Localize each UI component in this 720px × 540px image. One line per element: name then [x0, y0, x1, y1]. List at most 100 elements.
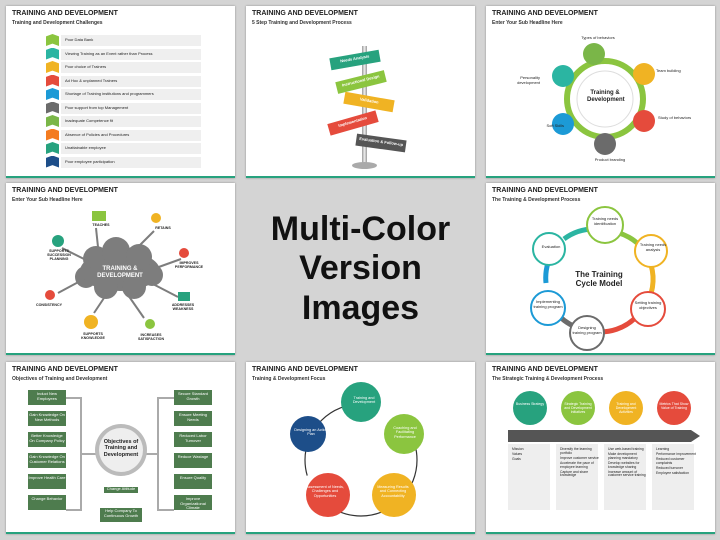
objective-box-right: Improve Organizational Climate: [174, 495, 212, 510]
objective-box-right: Reduced Labor Turnover: [174, 432, 212, 447]
heading-line-2: Version Images: [299, 249, 422, 327]
circle-node-label: Team building: [656, 68, 681, 73]
cycle-node-label: Designing training program: [572, 325, 602, 335]
circle-center-label: Training & Development: [587, 90, 625, 103]
slide-thumb-3[interactable]: TRAINING AND DEVELOPMENT Enter Your Sub …: [486, 6, 715, 178]
chevron-marker: [46, 155, 59, 168]
chevron-marker: [46, 128, 59, 141]
cycle-center-label: The Training Cycle Model: [575, 270, 623, 289]
objective-box-right: Reduce Wastage: [174, 453, 212, 468]
slide-thumb-7[interactable]: TRAINING AND DEVELOPMENT Training & Deve…: [246, 362, 475, 534]
slide-subtitle: Training & Development Focus: [252, 376, 326, 382]
center-heading: Multi-Color Version Images: [246, 183, 475, 355]
cloud-node-label: SUPPORTS SUCCESSION PLANNING: [47, 249, 71, 262]
cycle-node-label: Training needs analysis: [639, 242, 667, 252]
signpost-sign: Validation: [343, 91, 395, 113]
challenge-item: Poor support from top Management: [61, 102, 201, 114]
cloud-node-label: RETAINS: [155, 226, 171, 230]
cloud-diagram: [45, 211, 190, 329]
process-head-label: Business Strategy: [515, 402, 545, 406]
slide-subtitle: Training and Development Challenges: [12, 20, 103, 26]
slide-subtitle: Objectives of Training and Development: [12, 376, 108, 382]
objective-box-left: Gain Knowledge On New Methods: [28, 411, 66, 426]
signpost-base: [352, 162, 377, 169]
challenge-item: Unattainable employee: [61, 143, 201, 154]
focus-node-label: Coaching and Facilitating Performance: [393, 426, 417, 439]
chevron-marker: [46, 115, 59, 127]
focus-node-label: Training and Development: [352, 396, 376, 405]
circle-node-label: Study of behaviors: [658, 115, 692, 120]
objective-box-left: Better Knowledge On Company Policy: [28, 432, 66, 447]
cloud-node-label: IMPROVES PERFORMANCE: [174, 261, 204, 270]
objective-box-right: Secure Standard Growth: [174, 390, 212, 405]
cloud-center-label: TRAINING & DEVELOPMENT: [97, 266, 143, 279]
slide-title: TRAINING AND DEVELOPMENT: [252, 10, 358, 17]
cloud-node-label: TEACHES: [92, 223, 110, 227]
slide-title: TRAINING AND DEVELOPMENT: [492, 366, 598, 373]
slide-title: TRAINING AND DEVELOPMENT: [492, 187, 598, 194]
chevron-marker: [46, 101, 59, 114]
process-list-item: Improve customer service: [560, 455, 599, 460]
cycle-diagram: [530, 206, 668, 351]
process-list-item: Use web-based training: [608, 447, 644, 451]
slide-title: TRAINING AND DEVELOPMENT: [12, 10, 118, 17]
challenge-item: Ad Hoc & unplanned Trainers: [61, 75, 201, 87]
objective-box-bottom: Help Company To Continuous Growth: [100, 508, 142, 522]
slide-thumb-8[interactable]: TRAINING AND DEVELOPMENT The Strategic T…: [486, 362, 715, 534]
slide-thumb-4[interactable]: TRAINING AND DEVELOPMENT Enter Your Sub …: [6, 183, 235, 355]
slide-title: TRAINING AND DEVELOPMENT: [252, 366, 358, 373]
slide-thumb-5[interactable]: TRAINING AND DEVELOPMENT The Training & …: [486, 183, 715, 355]
process-list-item: Reduced customer complaints: [656, 456, 685, 465]
slide-title: TRAINING AND DEVELOPMENT: [12, 187, 118, 194]
slide-subtitle: Enter Your Sub Headline Here: [12, 197, 83, 203]
slide-subtitle: The Training & Development Process: [492, 197, 581, 203]
process-list-item: Make development planning mandatory: [608, 451, 638, 460]
cycle-node-label: Evaluation: [541, 244, 561, 249]
objective-box-right: Ensure Quality: [174, 474, 212, 489]
cycle-node-label: Setting training objectives: [634, 300, 662, 310]
challenge-item: Viewing Training as an Event rather than…: [61, 48, 201, 60]
process-head-label: Metrics That Show Value of Training: [659, 402, 689, 411]
challenge-item: Inadequate Competence fit: [61, 116, 201, 127]
process-list-item: Reduced turnover: [656, 465, 683, 470]
slide-subtitle: The Strategic Training & Development Pro…: [492, 376, 604, 382]
chevron-marker: [46, 88, 59, 100]
objective-box-left: Improve Health Care: [28, 474, 66, 489]
challenge-item: Poor employee participation: [61, 156, 201, 168]
circle-node-label: Personality development: [517, 75, 540, 85]
circle-diagram: [552, 43, 655, 155]
chevron-marker: [46, 61, 59, 73]
focus-cycle: [290, 382, 424, 517]
objective-box-bottom: Change Attitude: [104, 486, 138, 493]
objective-box-left: Gain Knowledge On Customer Relations: [28, 453, 66, 468]
process-head-label: Training and Development Activities: [615, 402, 637, 415]
challenge-item: Poor Data Bank: [61, 35, 201, 46]
slide-thumb-2[interactable]: TRAINING AND DEVELOPMENT 5 Step Training…: [246, 6, 475, 178]
circle-node-label: Soft Skills: [546, 123, 564, 128]
process-list-item: Learning: [656, 447, 670, 451]
chevron-marker: [46, 74, 59, 87]
circle-node-label: Types of behaviors: [581, 35, 615, 40]
heading-line-1: Multi-Color: [270, 210, 451, 249]
cloud-node-label: CONSISTENCY: [36, 303, 62, 307]
process-list-item: Accelerate the pace of employee learning: [560, 460, 594, 469]
process-list-item: Capture and share knowledge: [560, 469, 589, 478]
process-list-item: Mission: [512, 447, 524, 451]
objectives-connectors: [66, 397, 174, 511]
cloud-node-label: INCREASES SATISFACTION: [137, 333, 165, 342]
process-list-item: Employee satisfaction: [656, 470, 689, 475]
process-head-label: Strategic Training and Development Initi…: [564, 402, 592, 415]
focus-node-label: Designing an Action Plan: [294, 428, 328, 437]
slide-title: TRAINING AND DEVELOPMENT: [12, 366, 118, 373]
slide-thumb-1[interactable]: TRAINING AND DEVELOPMENT Training and De…: [6, 6, 235, 178]
process-list-item: Goals: [512, 456, 521, 461]
cycle-node-label: Implementing training program: [533, 299, 563, 309]
strategic-process-bar: [508, 391, 700, 510]
signpost-sign: Instructional Design: [335, 70, 387, 94]
cloud-node-label: SUPPORTS KNOWLEDGE: [81, 332, 105, 341]
slide-thumb-6[interactable]: TRAINING AND DEVELOPMENT Objectives of T…: [6, 362, 235, 534]
